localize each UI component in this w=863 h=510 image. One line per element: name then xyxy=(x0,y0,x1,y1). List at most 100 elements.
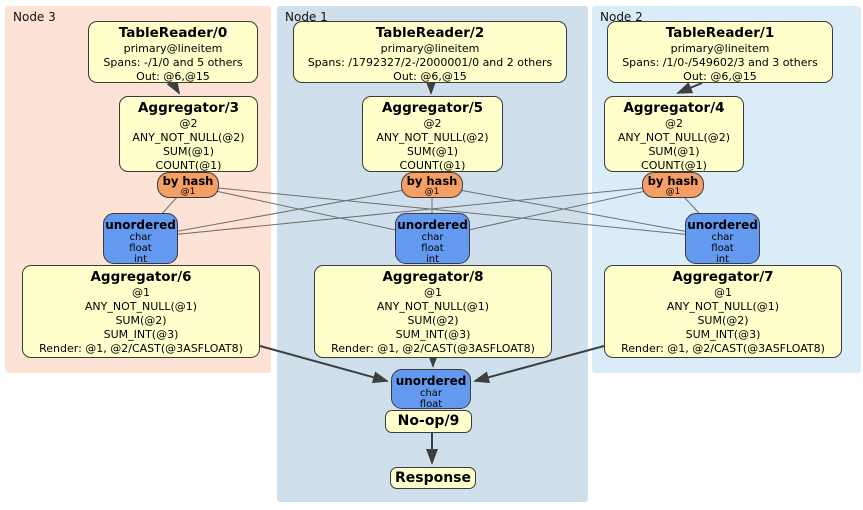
by-hash-router-node2-title: by hash xyxy=(647,174,699,188)
tablereader-1-title: TableReader/1 xyxy=(665,25,775,41)
box-line: Spans: -/1/0 and 5 others xyxy=(103,56,243,69)
box-line: char xyxy=(419,388,443,399)
unordered-sync-node1-title: unordered xyxy=(397,218,468,232)
box-line: @2 xyxy=(665,117,683,130)
box-line: primary@lineitem xyxy=(380,42,480,55)
box-line: Spans: /1/0-/549602/3 and 3 others xyxy=(622,56,818,69)
box-line: char xyxy=(711,232,734,243)
box-line: @1 xyxy=(424,286,442,299)
box-line: ANY_NOT_NULL(@1) xyxy=(84,300,198,313)
box-line: SUM(@2) xyxy=(697,314,749,327)
box-line: @2 xyxy=(179,117,198,130)
aggregator-5-title: Aggregator/5 xyxy=(381,100,484,116)
box-line: SUM(@2) xyxy=(407,314,459,327)
noop-9-box: No-op/9 xyxy=(385,410,472,433)
box-line: COUNT(@1) xyxy=(641,159,707,172)
box-line: ANY_NOT_NULL(@2) xyxy=(617,131,731,144)
box-line: char xyxy=(129,232,152,243)
box-line: COUNT(@1) xyxy=(155,159,222,172)
aggregator-8-title: Aggregator/8 xyxy=(382,269,484,285)
by-hash-router-node1: by hash @1 xyxy=(401,172,463,198)
aggregator-7-title: Aggregator/7 xyxy=(672,269,774,285)
by-hash-router-node3-title: by hash xyxy=(162,174,214,188)
box-line: float xyxy=(419,399,443,410)
box-line: ANY_NOT_NULL(@1) xyxy=(376,300,490,313)
box-line: Render: @1, @2/CAST(@3ASFLOAT8) xyxy=(331,342,535,355)
by-hash-router-node1-key: @1 xyxy=(424,187,440,197)
box-line: Render: @1, @2/CAST(@3ASFLOAT8) xyxy=(621,342,825,355)
box-line: ANY_NOT_NULL(@2) xyxy=(376,131,489,144)
box-line: SUM_INT(@3) xyxy=(395,328,471,341)
by-hash-router-node3: by hash @1 xyxy=(157,172,219,198)
box-line: ANY_NOT_NULL(@1) xyxy=(666,300,780,313)
aggregator-6-title: Aggregator/6 xyxy=(90,269,192,285)
by-hash-router-node3-key: @1 xyxy=(180,187,196,197)
node1-region-label: Node 1 xyxy=(285,10,328,24)
unordered-sync-node2-title: unordered xyxy=(687,218,758,232)
by-hash-router-node2-key: @1 xyxy=(665,187,681,197)
tablereader-0-title: TableReader/0 xyxy=(118,25,228,41)
box-line: @2 xyxy=(423,117,442,130)
box-line: SUM(@2) xyxy=(115,314,167,327)
box-line: Out: @6,@15 xyxy=(683,70,757,83)
box-line: SUM(@1) xyxy=(406,145,459,158)
flow-edges xyxy=(166,77,703,465)
box-line: @1 xyxy=(132,286,150,299)
box-line: Spans: /1792327/2-/2000001/0 and 2 other… xyxy=(307,56,553,69)
aggregator-3-title: Aggregator/3 xyxy=(137,100,240,116)
aggregator-4-title: Aggregator/4 xyxy=(623,100,725,116)
box-line: float xyxy=(711,243,734,254)
by-hash-router-node1-title: by hash xyxy=(406,174,458,188)
box-line: Out: @6,@15 xyxy=(136,70,210,83)
box-line: primary@lineitem xyxy=(123,42,223,55)
box-line: char xyxy=(421,232,444,243)
box-line: @1 xyxy=(714,286,732,299)
noop-9-title: No-op/9 xyxy=(397,413,460,429)
box-line: Out: @6,@15 xyxy=(393,70,467,83)
box-line: SUM_INT(@3) xyxy=(103,328,179,341)
box-line: int xyxy=(133,254,148,265)
tablereader-2-title: TableReader/2 xyxy=(375,25,485,41)
box-line: ANY_NOT_NULL(@2) xyxy=(132,131,245,144)
box-line: int xyxy=(715,254,730,265)
unordered-sync-node3-title: unordered xyxy=(105,218,176,232)
box-line: int xyxy=(425,254,440,265)
box-line: Render: @1, @2/CAST(@3ASFLOAT8) xyxy=(39,342,243,355)
unordered-sync-final-title: unordered xyxy=(395,374,467,388)
node2-region-label: Node 2 xyxy=(600,10,643,24)
by-hash-router-node2: by hash @1 xyxy=(642,172,704,198)
response-box: Response xyxy=(390,467,476,489)
box-line: SUM_INT(@3) xyxy=(685,328,761,341)
box-line: primary@lineitem xyxy=(670,42,770,55)
box-line: SUM(@1) xyxy=(162,145,215,158)
response-title: Response xyxy=(394,470,472,486)
box-line: float xyxy=(129,243,152,254)
